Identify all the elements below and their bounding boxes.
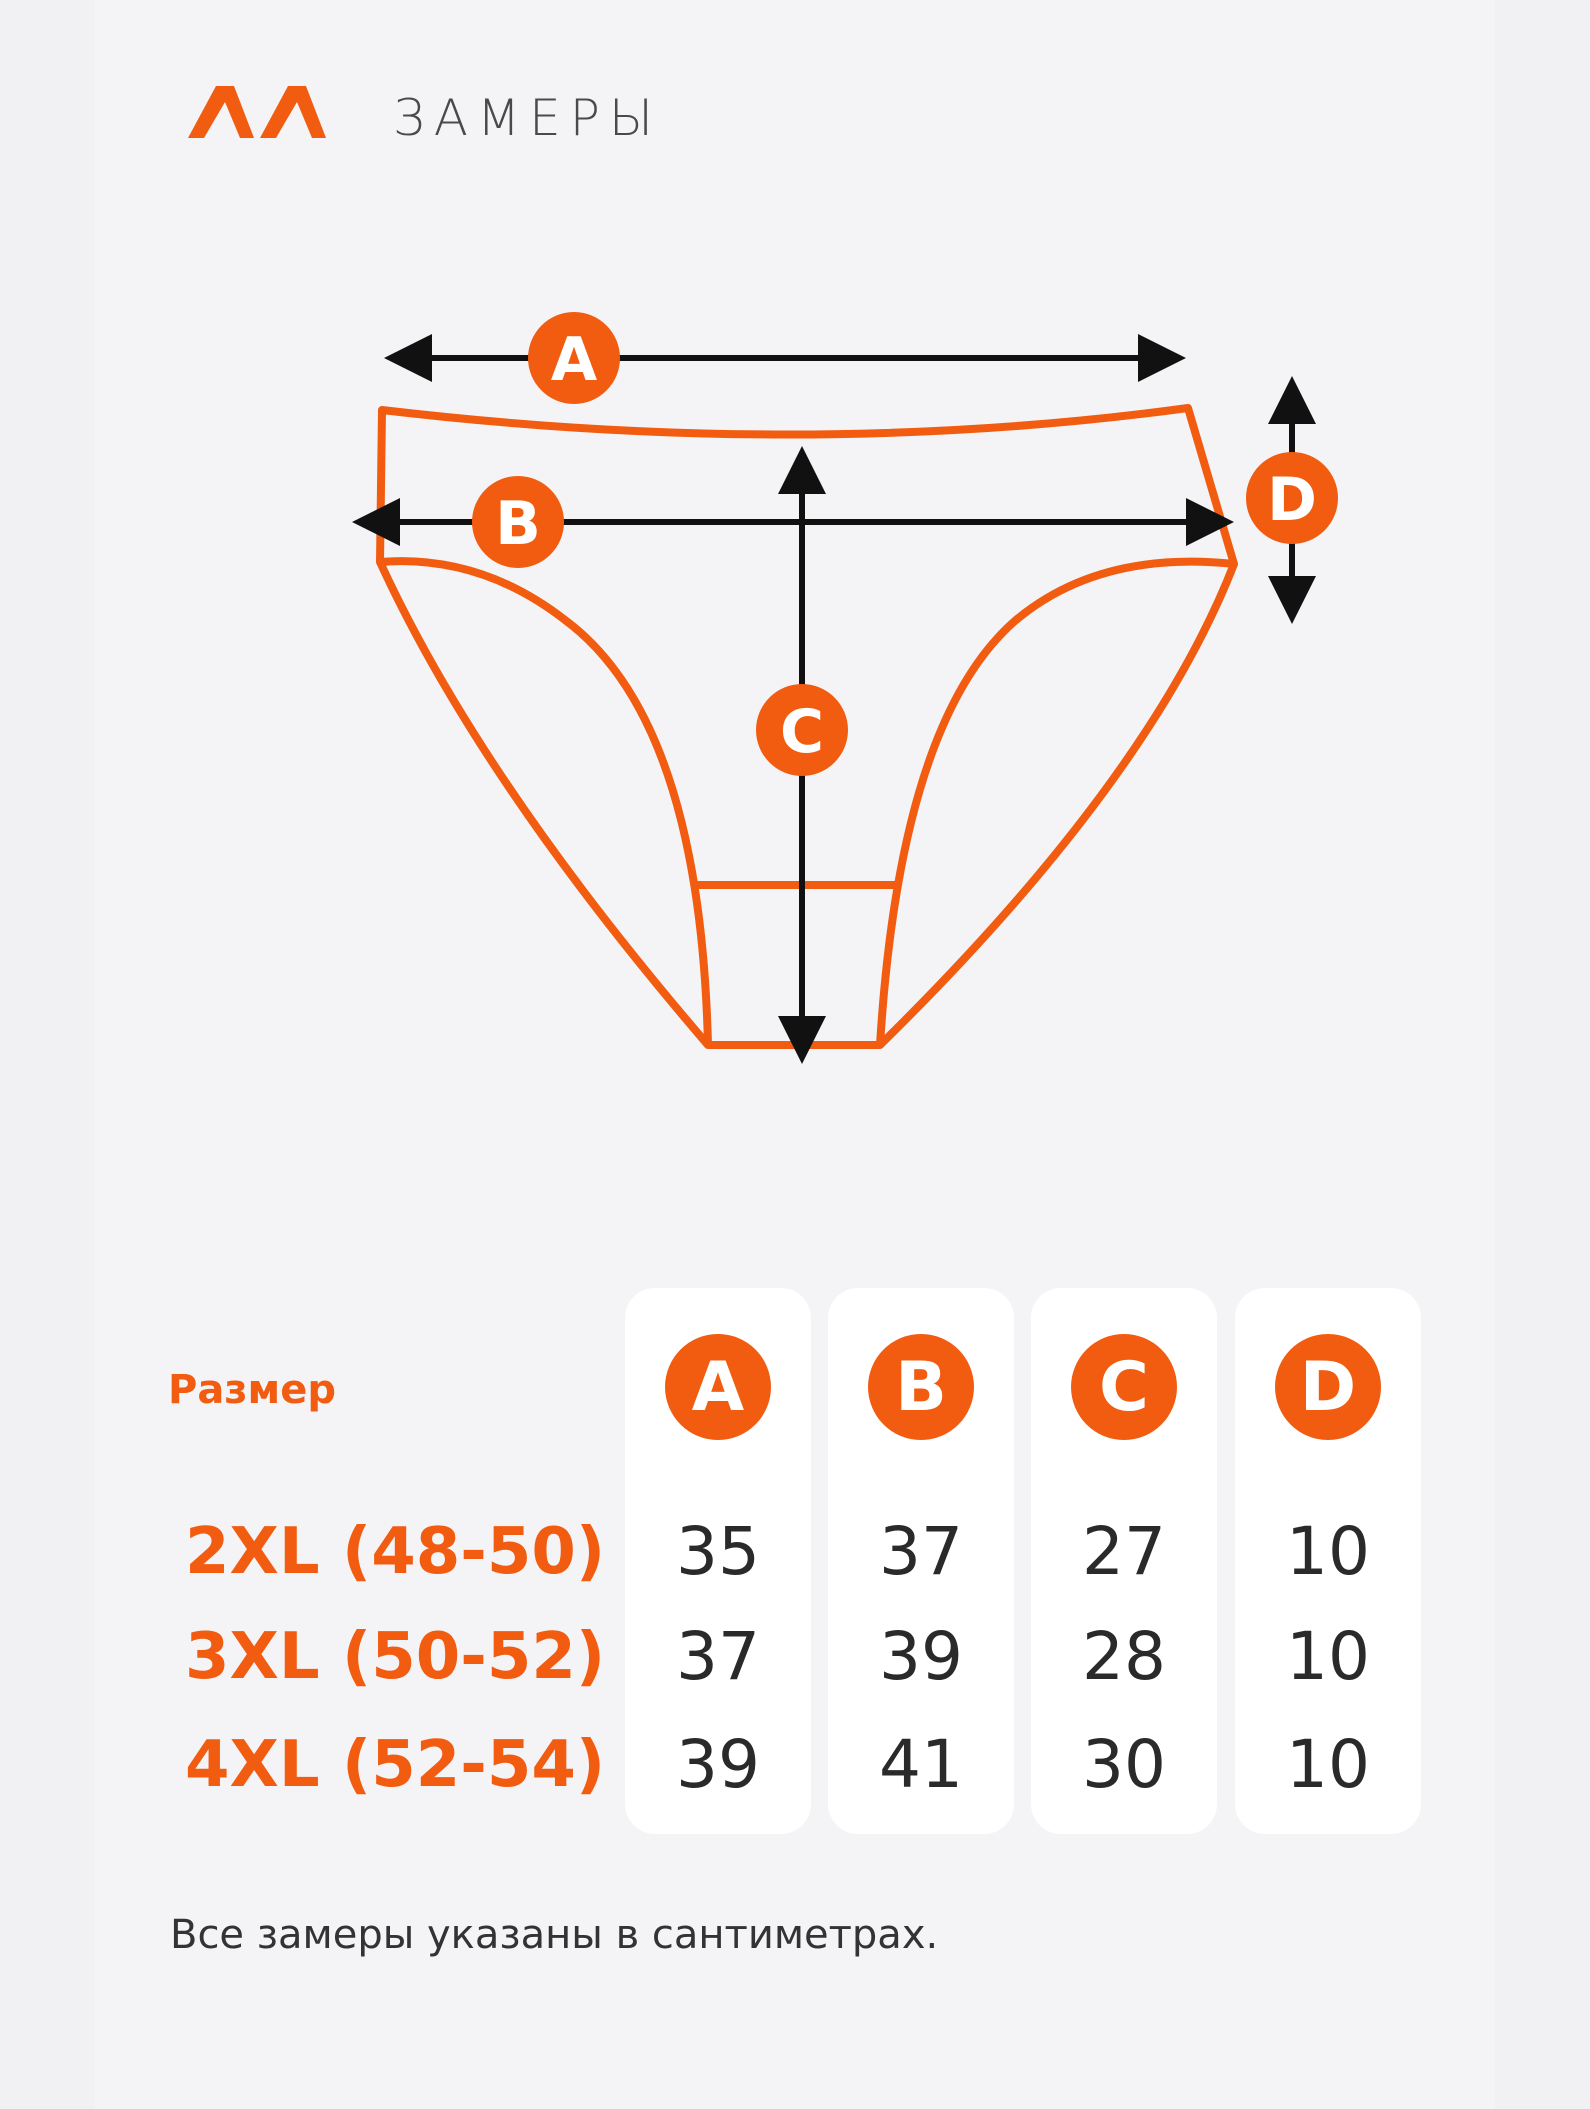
cell-c-3xl: 28	[1082, 1618, 1166, 1695]
badge-b: B	[472, 476, 564, 568]
badge-c-letter: C	[780, 697, 824, 767]
measurement-diagram: A B C D	[352, 312, 1338, 1064]
badge-a-letter: A	[551, 325, 598, 395]
column-d-badge: D	[1275, 1334, 1381, 1440]
column-a: A 35 37 39	[625, 1288, 811, 1834]
cell-b-2xl: 37	[879, 1513, 963, 1590]
cell-d-4xl: 10	[1286, 1726, 1370, 1803]
cell-b-4xl: 41	[879, 1726, 963, 1803]
cell-c-4xl: 30	[1082, 1726, 1166, 1803]
cell-d-2xl: 10	[1286, 1513, 1370, 1590]
briefs-outline	[376, 404, 1238, 1049]
cell-a-4xl: 39	[676, 1726, 760, 1803]
cell-a-3xl: 37	[676, 1618, 760, 1695]
row-size-3xl: 3XL (50-52)	[185, 1620, 606, 1694]
column-b: B 37 39 41	[828, 1288, 1014, 1834]
badge-c: C	[756, 684, 848, 776]
badge-a: A	[528, 312, 620, 404]
column-d: D 10 10 10	[1235, 1288, 1421, 1834]
cell-a-2xl: 35	[676, 1513, 760, 1590]
column-a-badge: A	[665, 1334, 771, 1440]
size-header: Размер	[168, 1367, 337, 1413]
badge-d: D	[1246, 452, 1338, 544]
column-c: C 27 28 30	[1031, 1288, 1217, 1834]
page-title: ЗАМЕРЫ	[393, 89, 663, 147]
cell-c-2xl: 27	[1082, 1513, 1166, 1590]
cell-b-3xl: 39	[879, 1618, 963, 1695]
row-size-4xl: 4XL (52-54)	[185, 1728, 606, 1802]
badge-b-letter: B	[495, 489, 541, 559]
column-c-badge: C	[1071, 1334, 1177, 1440]
brand-logo-icon	[188, 86, 326, 138]
badge-d-letter: D	[1267, 465, 1317, 535]
row-size-2xl: 2XL (48-50)	[185, 1515, 606, 1589]
units-footnote: Все замеры указаны в сантиметрах.	[170, 1912, 939, 1958]
column-b-badge: B	[868, 1334, 974, 1440]
cell-d-3xl: 10	[1286, 1618, 1370, 1695]
